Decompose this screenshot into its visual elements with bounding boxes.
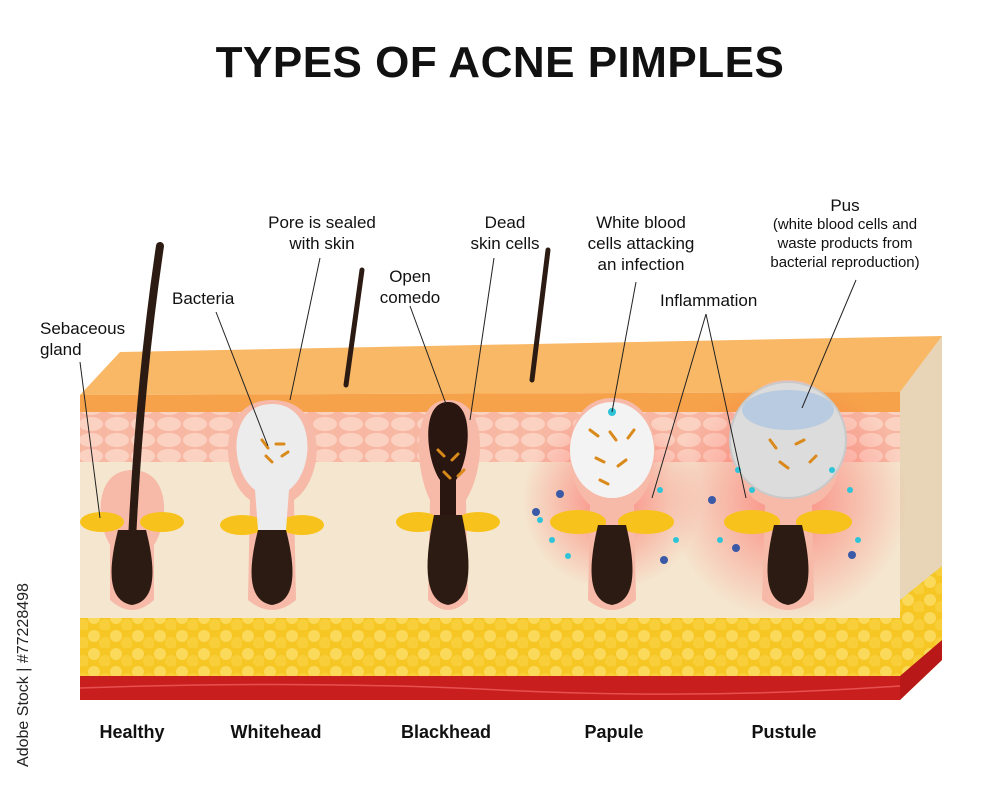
papule-core <box>570 402 654 498</box>
stock-id: Adobe Stock | #77228498 <box>15 583 32 767</box>
label-line: gland <box>40 340 82 359</box>
bacteria <box>260 428 818 486</box>
label-line: White blood <box>596 213 686 232</box>
label-line: cells attacking <box>587 234 695 253</box>
caption-healthy: Healthy <box>99 722 165 742</box>
label-line: Open <box>389 267 431 286</box>
page-title: TYPES OF ACNE PIMPLES <box>215 38 785 87</box>
label-pore-sealed: Pore is sealed with skin <box>262 212 382 254</box>
hair-bulbs <box>111 515 809 605</box>
label-line: Pore is sealed <box>268 213 376 232</box>
label-sebaceous-gland: Sebaceous gland <box>40 318 125 360</box>
label-open-comedo: Open comedo <box>378 266 442 308</box>
label-line: (white blood cells and <box>772 216 918 233</box>
caption-blackhead: Blackhead <box>400 722 492 742</box>
label-dead-skin: Dead skin cells <box>460 212 550 254</box>
label-line: Pus <box>830 196 860 215</box>
caption-papule: Papule <box>584 722 644 742</box>
leader-lines <box>79 257 857 519</box>
label-line: an infection <box>597 255 685 274</box>
label-bacteria: Bacteria <box>172 289 235 308</box>
caption-pustule: Pustule <box>751 722 817 742</box>
label-inflammation: Inflammation <box>660 291 758 310</box>
skin-surface <box>80 336 942 395</box>
blackhead-plug <box>428 402 468 515</box>
label-line: with skin <box>289 234 355 253</box>
muscle-layer <box>80 676 900 700</box>
label-line: bacterial reproduction) <box>770 254 920 271</box>
label-pus: Pus (white blood cells and waste product… <box>752 196 938 272</box>
label-line: waste products from <box>777 235 913 252</box>
whitehead-plug <box>236 404 308 530</box>
fat-layer <box>80 618 900 680</box>
sebaceous-glands <box>80 510 852 535</box>
caption-whitehead: Whitehead <box>230 722 322 742</box>
label-line: Dead <box>484 213 526 232</box>
label-line: skin cells <box>470 234 540 253</box>
label-line: comedo <box>379 288 441 307</box>
label-line: Sebaceous <box>40 319 126 338</box>
white-blood-cells <box>537 408 861 559</box>
label-white-blood: White blood cells attacking an infection <box>578 212 704 275</box>
hair-shafts <box>128 242 551 544</box>
